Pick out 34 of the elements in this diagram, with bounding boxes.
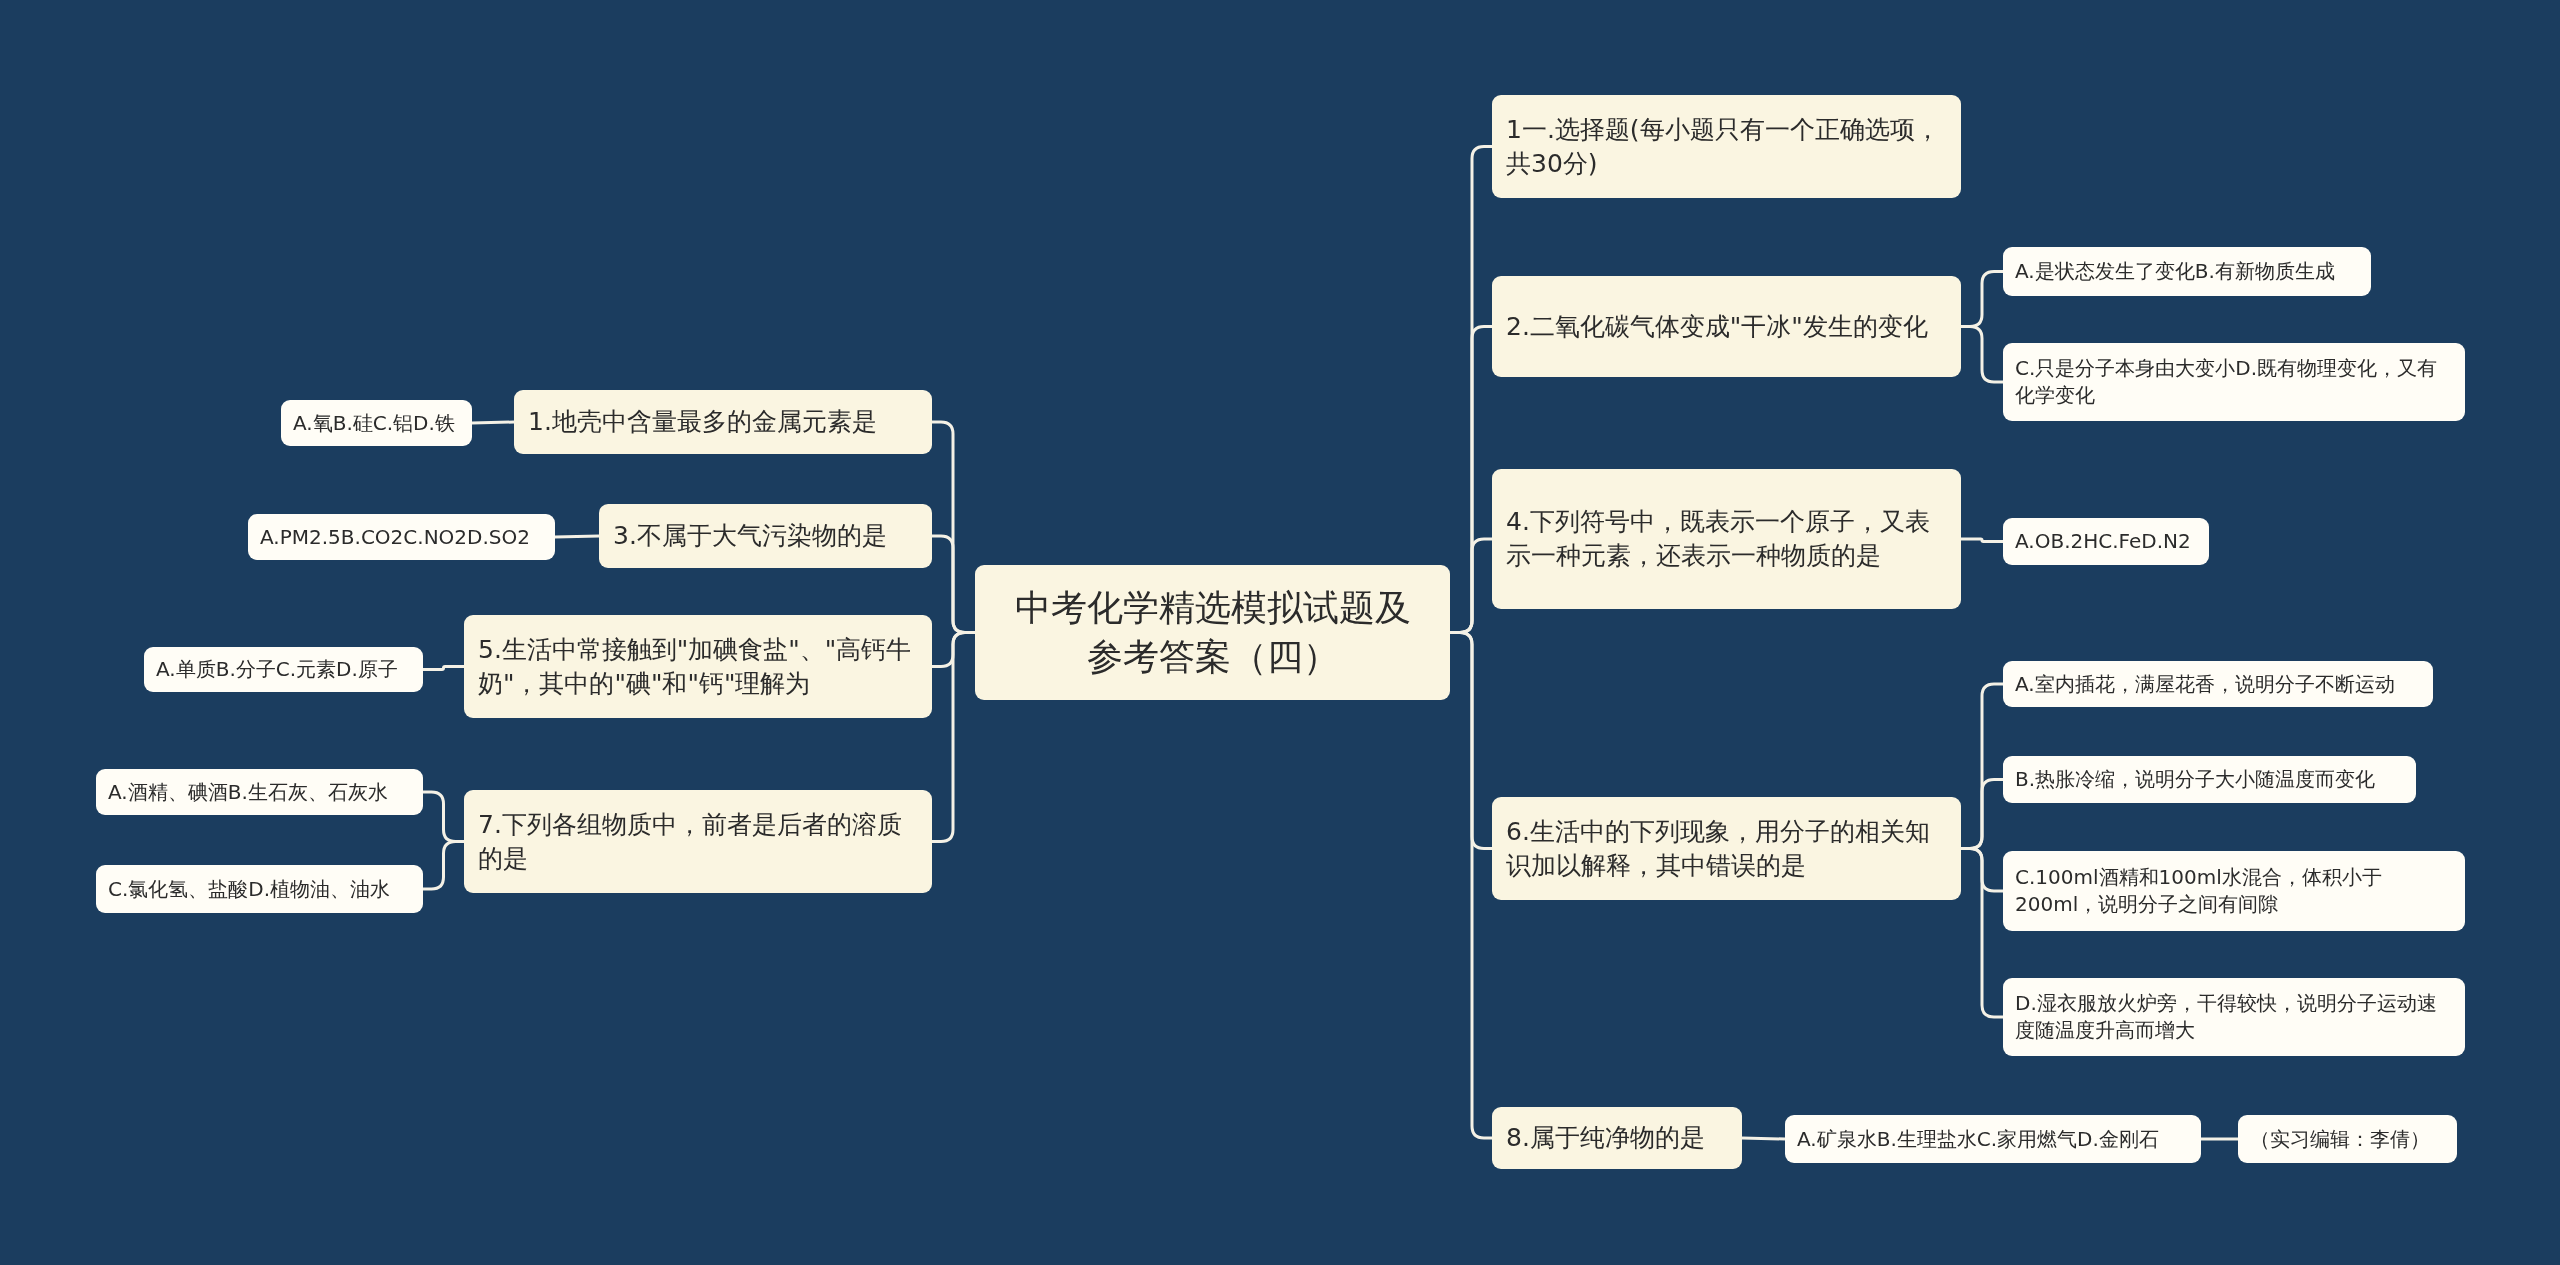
answer-box: C.氯化氢、盐酸D.植物油、油水	[96, 865, 423, 913]
topic-box: 中考化学精选模拟试题及参考答案（四）	[975, 565, 1450, 700]
answer-box: （实习编辑：李倩）	[2238, 1115, 2457, 1163]
answer-box: A.是状态发生了变化B.有新物质生成	[2003, 247, 2371, 296]
question-box: 7.下列各组物质中，前者是后者的溶质的是	[464, 790, 932, 893]
answer-box: A.PM2.5B.CO2C.NO2D.SO2	[248, 514, 555, 560]
connector-line	[1961, 537, 2003, 543]
question-box: 1.地壳中含量最多的金属元素是	[514, 390, 932, 454]
answer-box: B.热胀冷缩，说明分子大小随温度而变化	[2003, 756, 2416, 803]
connector-line	[554, 534, 600, 539]
connector-line	[471, 420, 515, 425]
answer-box: D.湿衣服放火炉旁，干得较快，说明分子运动速度随温度升高而增大	[2003, 978, 2465, 1056]
connector-line	[423, 665, 464, 671]
question-box: 6.生活中的下列现象，用分子的相关知识加以解释，其中错误的是	[1492, 797, 1961, 900]
question-box: 4.下列符号中，既表示一个原子，又表示一种元素，还表示一种物质的是	[1492, 469, 1961, 609]
connector-line	[1961, 847, 2003, 1019]
connector-line	[1741, 1136, 1786, 1141]
question-box: 8.属于纯净物的是	[1492, 1107, 1742, 1169]
answer-box: C.100ml酒精和100ml水混合，体积小于200ml，说明分子之间有间隙	[2003, 851, 2465, 931]
question-box: 2.二氧化碳气体变成"干冰"发生的变化	[1492, 276, 1961, 377]
connector-line	[2201, 1137, 2238, 1141]
answer-box: A.OB.2HC.FeD.N2	[2003, 518, 2209, 565]
question-box: 5.生活中常接触到"加碘食盐"、"高钙牛奶"，其中的"碘"和"钙"理解为	[464, 615, 932, 718]
answer-box: A.室内插花，满屋花香，说明分子不断运动	[2003, 661, 2433, 707]
connector-line	[932, 631, 975, 843]
connector-line	[423, 840, 464, 891]
connector-line	[1961, 325, 2003, 384]
question-box: 1一.选择题(每小题只有一个正确选项，共30分)	[1492, 95, 1961, 198]
answer-box: A.矿泉水B.生理盐水C.家用燃气D.金刚石	[1785, 1115, 2201, 1163]
answer-box: A.氧B.硅C.铝D.铁	[281, 400, 472, 446]
answer-box: A.酒精、碘酒B.生石灰、石灰水	[96, 769, 423, 815]
answer-box: C.只是分子本身由大变小D.既有物理变化，又有化学变化	[2003, 343, 2465, 421]
question-box: 3.不属于大气污染物的是	[599, 504, 932, 568]
answer-box: A.单质B.分子C.元素D.原子	[144, 647, 423, 692]
